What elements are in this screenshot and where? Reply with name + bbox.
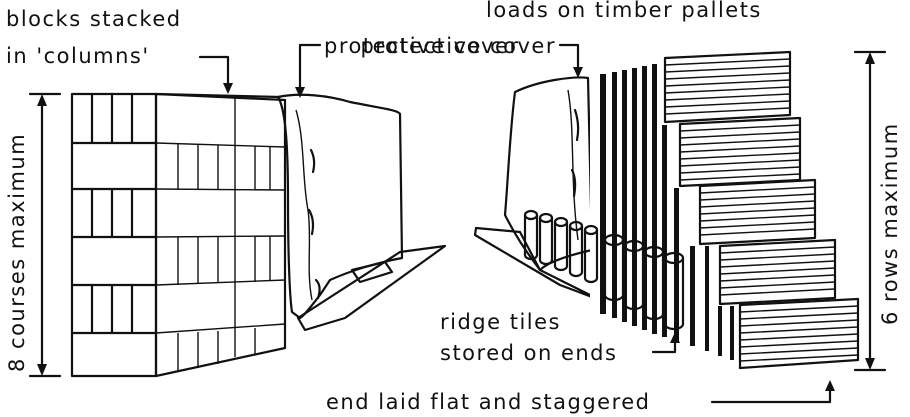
block-stack-illustration [72, 94, 445, 376]
label-protective-cover-right: protective cover [360, 34, 556, 58]
label-ridge-tiles-line1: ridge tiles [440, 310, 561, 334]
label-courses-maximum: 8 courses maximum [5, 133, 29, 372]
label-loads-on-pallets: loads on timber pallets [486, 0, 762, 22]
label-blocks-stacked-line1: blocks stacked [6, 7, 182, 31]
label-ridge-tiles-line2: stored on ends [440, 341, 617, 365]
label-end-laid-flat: end laid flat and staggered [326, 390, 651, 414]
dimension-courses [30, 94, 60, 376]
label-blocks-stacked-line2: in 'columns' [6, 44, 150, 68]
tile-stack-illustration [475, 52, 858, 388]
label-rows-maximum: 6 rows maximum [878, 122, 902, 325]
